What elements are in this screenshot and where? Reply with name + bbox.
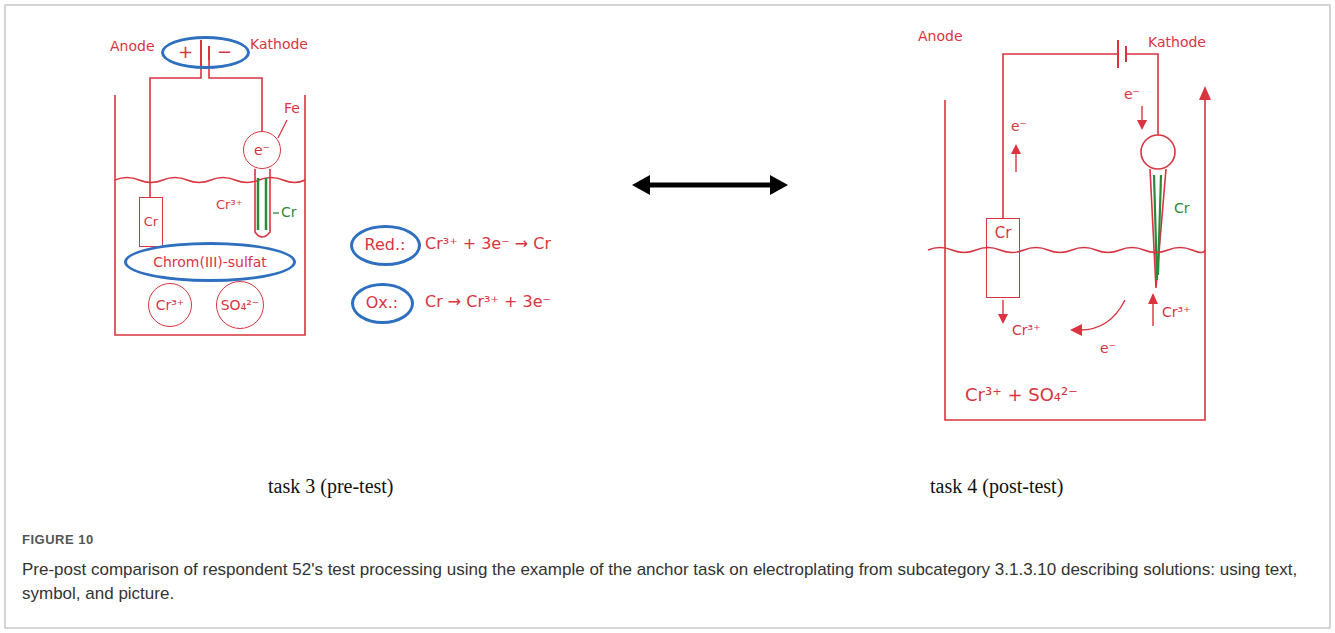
node-text: Cr [144, 215, 158, 230]
figure-frame [5, 5, 1330, 628]
electron-bubble: e⁻ [243, 131, 281, 169]
reaction-equation: Cr³⁺ + 3e⁻ → Cr [425, 235, 551, 253]
figure-caption: Pre-post comparison of respondent 52's t… [22, 558, 1312, 606]
beaker [945, 98, 1205, 420]
circled-reaction-type: Ox.: [351, 283, 414, 324]
arrow-head [632, 175, 650, 195]
ion-label: Cr³⁺ [216, 198, 243, 213]
arrow-head [1148, 293, 1158, 304]
liquid-surface [115, 178, 305, 183]
node-text: − [217, 42, 232, 63]
ion-circle: Cr³⁺ [148, 283, 192, 327]
material-label: Fe [284, 100, 300, 116]
liquid-surface [928, 248, 1205, 253]
node-text: + [178, 42, 193, 63]
circled-solution-name: Chrom(III)-sulfat [124, 242, 296, 282]
arrow-head [1011, 144, 1021, 154]
electron-arrow [1141, 106, 1142, 122]
electrode-label: Kathode [1148, 34, 1206, 50]
coating-label: Cr [281, 204, 297, 220]
circled-polarity: +− [161, 36, 250, 69]
solution-label: Cr³⁺ + SO₄²⁻ [965, 385, 1078, 406]
node-text: Cr [995, 225, 1012, 242]
ion-label: Cr³⁺ [1012, 322, 1041, 338]
ion-arrow [1002, 300, 1003, 316]
electron-label: e⁻ [1011, 118, 1027, 134]
panel-label: task 4 (post-test) [930, 475, 1063, 498]
electrode-label: Anode [918, 28, 963, 44]
cathode-object [1141, 135, 1175, 169]
beaker [115, 95, 305, 335]
ion-arrow [1152, 302, 1153, 326]
figure-panel: task 4 (post-test) Cr [788, 20, 1228, 510]
wire [209, 60, 262, 131]
node-text: Cr³⁺ [156, 297, 185, 313]
arrow-shaft [648, 183, 772, 188]
ion-label: Cr³⁺ [1162, 304, 1191, 320]
arrow-head [1199, 86, 1211, 100]
reaction-equation: Cr → Cr³⁺ + 3e⁻ [425, 293, 551, 311]
figure-panel: task 3 (pre-test)+−Cre⁻Chrom(III)-sulfat… [100, 20, 632, 510]
circled-reaction-type: Red.: [350, 225, 421, 266]
cathode-object [255, 169, 270, 237]
figure-number: FIGURE 10 [22, 533, 94, 548]
panel-label: task 3 (pre-test) [268, 475, 394, 498]
coating-label: Cr [1174, 200, 1190, 216]
arrow-head [1070, 324, 1082, 336]
arrow-head [998, 314, 1008, 324]
battery-plate [208, 46, 210, 60]
node-text: Ox.: [366, 294, 399, 312]
leader-line [278, 120, 287, 138]
electron-label: e⁻ [1124, 86, 1140, 102]
electron-label: e⁻ [1100, 340, 1116, 356]
ion-circle: SO₄²⁻ [216, 281, 264, 329]
wire [1003, 54, 1118, 218]
chromium-coating [1154, 175, 1161, 280]
leader-line [273, 212, 279, 213]
arrow-head [770, 175, 788, 195]
double-arrow [632, 175, 788, 195]
arrow-head [1137, 120, 1147, 130]
electrode-label: Anode [110, 38, 155, 54]
electron-arrow [1015, 152, 1016, 172]
anode-electrode: Cr [139, 197, 163, 247]
cathode-rod [1150, 169, 1166, 288]
chromium-coating [258, 178, 266, 230]
electrode-label: Kathode [250, 36, 308, 52]
node-text: Chrom(III)-sulfat [153, 254, 267, 270]
node-text: e⁻ [254, 142, 270, 158]
node-text: SO₄²⁻ [221, 297, 260, 313]
anode-electrode: Cr [986, 218, 1020, 298]
node-text: Red.: [365, 236, 406, 254]
battery-plate [200, 40, 202, 66]
electron-arrow [1080, 300, 1125, 330]
